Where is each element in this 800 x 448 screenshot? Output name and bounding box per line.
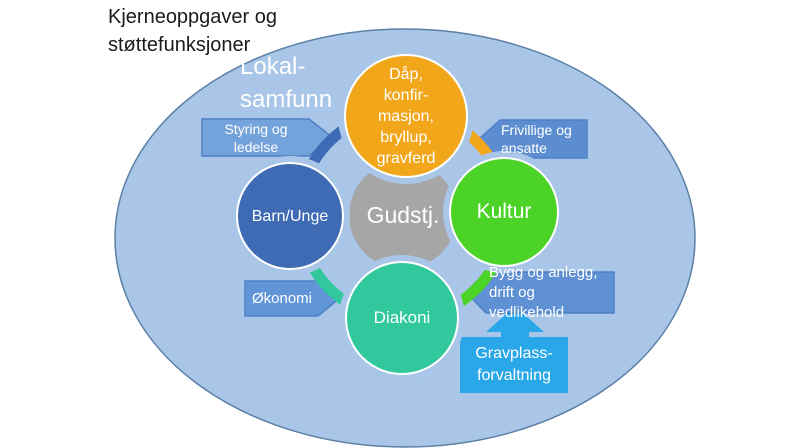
node-circle-barnunge xyxy=(236,162,344,270)
gravplass-up-arrow xyxy=(486,306,544,340)
node-circle-dap xyxy=(344,54,468,178)
node-circle-diakoni xyxy=(345,261,459,375)
lokalsamfunn-label: Lokal- samfunn xyxy=(240,53,333,113)
slide-title: Kjerneoppgaver og støttefunksjoner xyxy=(108,6,278,56)
gravplass-box xyxy=(460,337,568,393)
banner-styring xyxy=(201,118,334,157)
node-circle-kultur xyxy=(449,157,559,267)
banner-frivillige xyxy=(477,119,588,159)
banner-okonomi xyxy=(244,280,342,317)
center-circle-gudstj xyxy=(349,161,457,269)
